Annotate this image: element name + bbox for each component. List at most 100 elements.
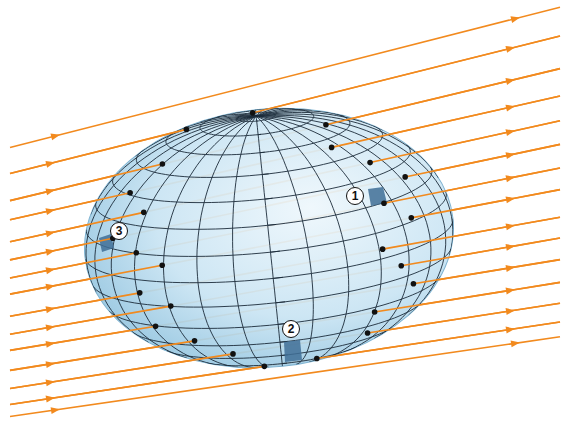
field-arrowhead [46, 324, 55, 331]
field-arrowhead [506, 308, 515, 315]
grid-line [113, 175, 273, 203]
piercing-dot [411, 281, 417, 287]
piercing-dot [141, 210, 147, 216]
grid-line [256, 115, 453, 255]
piercing-dot [160, 161, 166, 167]
grid-line [256, 116, 282, 366]
field-arrowhead [506, 223, 515, 230]
piercing-dot [367, 160, 373, 166]
field-arrowhead [506, 244, 515, 251]
grid-line [256, 116, 446, 315]
field-line-segment [332, 96, 560, 147]
field-arrowhead [46, 341, 55, 348]
field-arrowhead [505, 152, 515, 159]
ellipsoid-surface [72, 90, 467, 385]
field-arrowhead [45, 230, 55, 237]
field-arrowhead [45, 208, 55, 215]
piercing-dot [314, 356, 320, 362]
piercing-dot [329, 145, 335, 151]
field-line-segment [370, 121, 560, 163]
callout-number: 1 [346, 187, 364, 205]
field-arrowhead [46, 306, 55, 313]
grid-line [268, 167, 432, 225]
grid-line [256, 116, 313, 364]
field-arrowhead [505, 46, 515, 53]
piercing-dot [380, 246, 386, 252]
piercing-dot [262, 364, 268, 370]
piercing-dot [323, 122, 329, 128]
field-line-segment [253, 36, 560, 113]
field-line-segment [10, 341, 195, 371]
field-arrowhead [505, 105, 515, 112]
field-line-segment [413, 260, 560, 284]
field-line-segment [401, 238, 560, 266]
piercing-dot [159, 262, 165, 268]
field-line-segment [383, 217, 560, 249]
field-arrowhead [51, 407, 60, 414]
surface-patches [99, 187, 387, 362]
field-arrowhead [45, 161, 55, 168]
field-arrowhead [506, 265, 515, 272]
field-line [10, 7, 560, 147]
surface-patch [368, 187, 387, 206]
grid-line [134, 333, 288, 346]
field-line-segment [10, 265, 162, 294]
field-line [10, 337, 560, 417]
piercing-dot [153, 324, 159, 330]
grid-line [109, 311, 287, 329]
grid-line [166, 130, 265, 155]
field-line-segment [10, 306, 171, 334]
field-arrowhead [506, 327, 515, 334]
grid-line [86, 259, 283, 282]
field-arrowhead [506, 196, 515, 203]
piercing-dot [168, 303, 174, 309]
field-line-segment [10, 129, 186, 173]
piercing-dot [133, 250, 139, 256]
field-line-segment [368, 303, 560, 333]
piercing-dot [372, 309, 378, 315]
field-arrowhead [46, 284, 55, 291]
surface-patch [284, 340, 302, 362]
piercing-dot [381, 200, 387, 206]
field-arrowhead [45, 267, 55, 274]
piercing-dot [230, 351, 236, 357]
piercing-dot [402, 174, 408, 180]
field-line-segment [10, 164, 162, 201]
field-arrowhead [46, 361, 55, 368]
field-line-segment [10, 193, 130, 220]
field-arrowhead [506, 288, 515, 295]
grid-line [237, 112, 276, 121]
field-line-segment [317, 322, 560, 358]
field-lines-front [10, 7, 560, 416]
field-line-segment [10, 326, 156, 350]
field-line-segment [411, 190, 560, 218]
field-arrowhead [511, 340, 520, 347]
field-line-segment [10, 212, 144, 241]
field-line-segment [384, 168, 560, 203]
field-line-segment [10, 238, 113, 260]
field-arrowhead [505, 175, 515, 182]
piercing-dot [408, 215, 414, 221]
piercing-dot [365, 330, 371, 336]
field-arrowhead [46, 379, 55, 386]
piercing-dot [184, 127, 190, 133]
field-line-segment [10, 354, 233, 389]
field-arrowhead [510, 16, 520, 23]
piercing-dot [137, 290, 143, 296]
piercing-dot [192, 338, 198, 344]
field-arrowhead [45, 249, 55, 256]
callout-number: 2 [282, 320, 300, 338]
field-arrowhead [505, 129, 515, 136]
field-arrowhead [45, 188, 55, 195]
callout-number: 3 [110, 222, 128, 240]
field-line-segment [326, 69, 560, 125]
piercing-dot [398, 263, 404, 269]
field-line-segment [10, 293, 140, 316]
piercing-dot [127, 190, 133, 196]
piercing-dot [250, 110, 256, 116]
grid-line [207, 363, 287, 366]
grid-line [276, 249, 451, 303]
field-arrowhead [46, 396, 55, 403]
